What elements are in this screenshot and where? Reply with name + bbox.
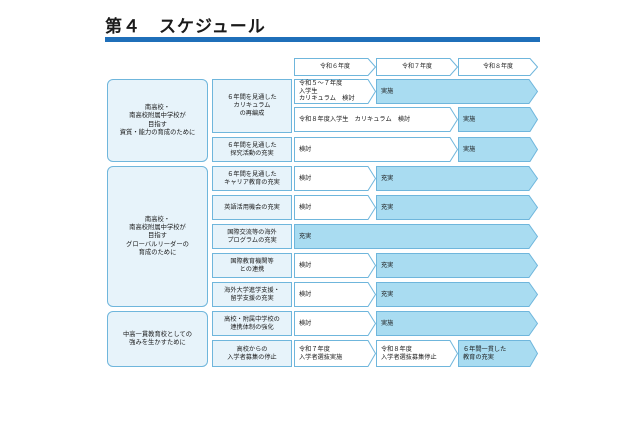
bar-english-study: 検討 [294, 195, 376, 220]
title-underline [105, 37, 540, 42]
bar-admission-r8: 令和８年度 入学者選抜募集停止 [376, 340, 458, 367]
item-intl-institutions: 国際教育機関等 との連携 [212, 253, 292, 278]
bar-cooperation-implement: 実施 [376, 311, 538, 336]
bar-curriculum-r5-7-implement: 実施 [376, 79, 538, 104]
item-cooperation: 高校・附属中学校の 連携体制の強化 [212, 311, 292, 336]
bar-abroad-enhance: 充実 [376, 282, 538, 307]
bar-career-study: 検討 [294, 166, 376, 191]
bar-career-enhance: 充実 [376, 166, 538, 191]
page-title: 第４ スケジュール [105, 17, 266, 37]
bar-english-enhance: 充実 [376, 195, 538, 220]
year-label: 令和８年度 [482, 63, 513, 70]
bar-institutions-study: 検討 [294, 253, 376, 278]
bar-curriculum-r8-implement: 実施 [458, 107, 538, 132]
year-label: 令和７年度 [401, 63, 432, 70]
bar-curriculum-r5-7-study: 令和５～７年度 入学生 カリキュラム 検討 [294, 79, 376, 104]
bar-overseas-enhance: 充実 [294, 224, 538, 249]
item-study-abroad: 海外大学進学支援・ 留学支援の充実 [212, 282, 292, 307]
bar-inquiry-implement: 実施 [458, 137, 538, 162]
item-curriculum: ６年間を見通した カリキュラム の再編成 [212, 79, 292, 133]
year-label: 令和６年度 [319, 63, 350, 70]
bar-inquiry-study: 検討 [294, 137, 458, 162]
bar-abroad-study: 検討 [294, 282, 376, 307]
bar-admission-enhance: ６年間一貫した 教育の充実 [458, 340, 538, 367]
group-integrated-school: 中高一貫教育校としての 強みを生かすために [107, 311, 208, 367]
item-english: 英語活用機会の充実 [212, 195, 292, 220]
bar-cooperation-study: 検討 [294, 311, 376, 336]
year-header-r6: 令和６年度 [294, 58, 376, 76]
year-header-r7: 令和７年度 [376, 58, 458, 76]
item-career: ６年間を見通した キャリア教育の充実 [212, 166, 292, 191]
bar-curriculum-r8-study: 令和８年度入学生 カリキュラム 検討 [294, 107, 458, 132]
item-admission-stop: 高校からの 入学者募集の停止 [212, 340, 292, 367]
group-competency: 南高校・ 南高校附属中学校が 目指す 資質・能力の育成のために [107, 79, 208, 162]
item-overseas-program: 国際交流等の海外 プログラムの充実 [212, 224, 292, 249]
item-inquiry: ６年間を見通した 探究活動の充実 [212, 137, 292, 162]
group-global-leader: 南高校・ 南高校附属中学校が 目指す グローバルリーダーの 育成のために [107, 166, 208, 307]
bar-institutions-enhance: 充実 [376, 253, 538, 278]
year-header-r8: 令和８年度 [458, 58, 538, 76]
bar-admission-r7: 令和７年度 入学者選抜実施 [294, 340, 376, 367]
